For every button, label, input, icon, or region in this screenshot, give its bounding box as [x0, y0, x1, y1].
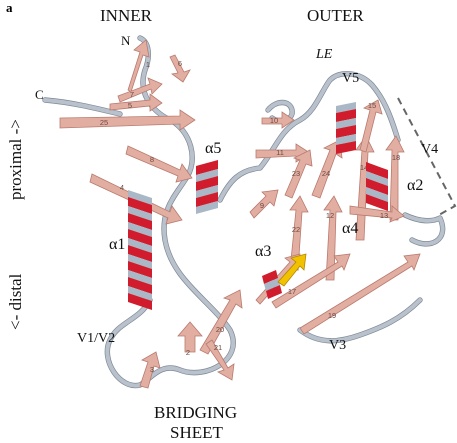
strand-label-8: 8	[150, 155, 154, 164]
strand-label-21: 21	[214, 343, 222, 352]
panel-label: a	[6, 0, 13, 15]
strand-label-17: 17	[288, 287, 296, 296]
strand-label-4: 4	[120, 183, 124, 192]
alpha3-label: α3	[255, 243, 271, 260]
strand-23	[284, 149, 313, 199]
strand-2	[177, 321, 203, 353]
v1v2-loop-label: V1/V2	[77, 331, 115, 346]
n-terminus-label: N	[121, 33, 131, 48]
strand-label-13: 13	[380, 211, 388, 220]
highlight-strand	[277, 253, 307, 287]
strand-7	[117, 77, 163, 103]
bridging-sheet-label-line1: BRIDGING	[154, 403, 237, 422]
strand-label-25: 25	[100, 118, 108, 127]
alpha5-label: α5	[205, 140, 221, 157]
v4-dashed-loop	[397, 97, 457, 217]
strand-label-5: 5	[128, 101, 132, 110]
strand-8	[125, 145, 193, 183]
alpha1-label: α1	[109, 236, 125, 253]
strand-label-3: 3	[150, 365, 154, 374]
v5-loop-label: V5	[342, 71, 359, 86]
distal-axis-label: <- distal	[6, 273, 25, 330]
helix-alpha2	[366, 162, 388, 211]
strand-label-9: 9	[260, 201, 264, 210]
strand-label-12: 12	[326, 211, 334, 220]
strand-17	[271, 253, 351, 309]
strand-label-14: 14	[360, 163, 368, 172]
helix-alpha4	[336, 102, 356, 154]
strand-label-24: 24	[322, 169, 330, 178]
strand-21	[205, 339, 235, 381]
strand-10	[261, 111, 295, 129]
strand-1	[127, 39, 150, 93]
alpha4-label: α4	[342, 220, 358, 237]
le-loop-label: LE	[315, 47, 333, 62]
bridging-sheet-label-line2: SHEET	[170, 423, 224, 442]
strand-number-labels: 1 2 3 4 5 6 7 8 9 10 11 12 13 14 15 16 1…	[100, 59, 400, 374]
strand-label-19: 19	[328, 311, 336, 320]
alpha2-label: α2	[407, 177, 423, 194]
strand-label-7: 7	[130, 90, 134, 99]
strand-label-22: 22	[292, 225, 300, 234]
helix-alpha3	[262, 270, 282, 299]
strand-13	[349, 205, 405, 223]
v4-loop-label: V4	[421, 142, 438, 157]
outer-label: OUTER	[307, 6, 364, 25]
strand-label-1: 1	[146, 60, 150, 69]
strand-3	[139, 351, 161, 389]
strand-label-2: 2	[186, 348, 190, 357]
strand-25	[59, 109, 196, 131]
c-terminus-label: C	[35, 87, 44, 102]
strand-label-6: 6	[178, 59, 182, 68]
helix-alpha5	[196, 160, 218, 214]
strand-9	[249, 189, 279, 219]
strand-19	[299, 253, 421, 335]
strand-label-20: 20	[216, 325, 224, 334]
strand-label-10: 10	[270, 116, 278, 125]
proximal-axis-label: proximal ->	[6, 119, 25, 200]
strand-label-11: 11	[276, 148, 284, 157]
strand-5	[109, 93, 163, 112]
strand-18	[385, 135, 405, 221]
beta-strands	[59, 39, 421, 389]
strand-label-23: 23	[292, 169, 300, 178]
helix-alpha1	[128, 190, 152, 310]
strand-15	[359, 99, 383, 153]
strand-label-18: 18	[392, 153, 400, 162]
inner-label: INNER	[100, 6, 153, 25]
v3-loop-label: V3	[329, 338, 346, 353]
strand-label-15: 15	[368, 101, 376, 110]
strand-6	[169, 54, 191, 83]
